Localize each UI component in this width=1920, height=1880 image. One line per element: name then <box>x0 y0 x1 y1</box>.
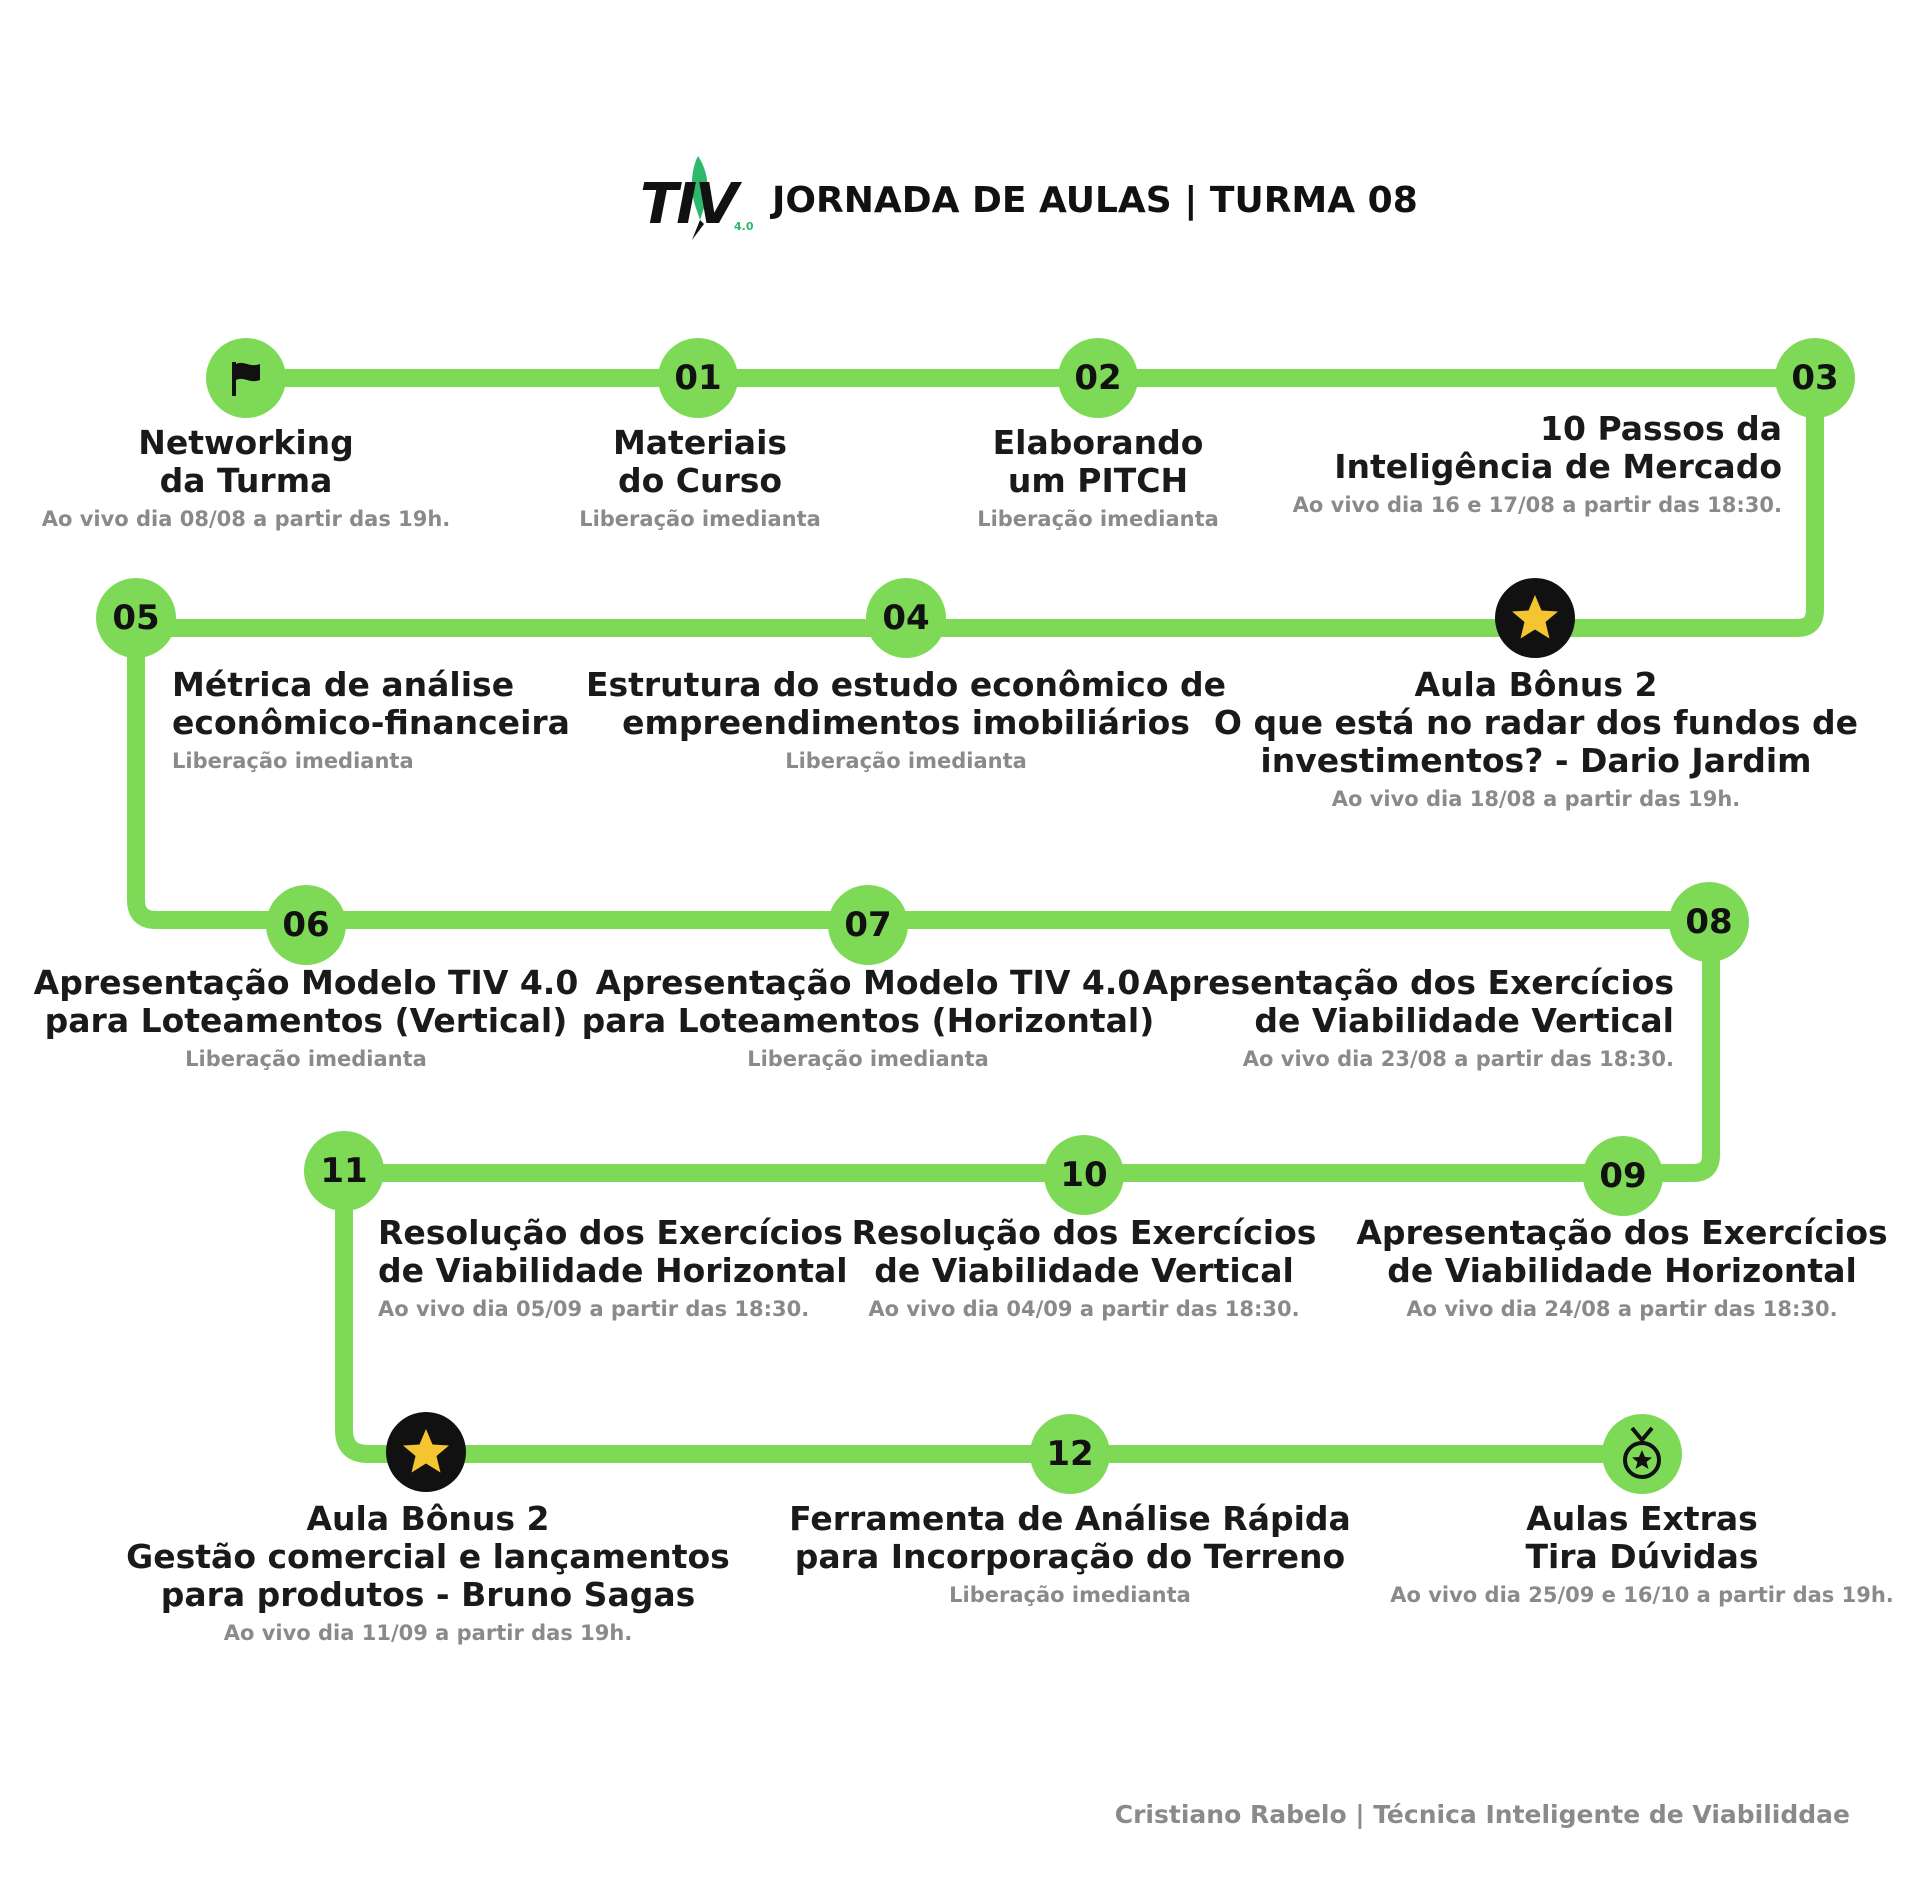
step-title-line: de Viabilidade Horizontal <box>1387 1251 1857 1290</box>
step-title-line: O que está no radar dos fundos de <box>1213 703 1859 742</box>
step-title-line: para produtos - Bruno Sagas <box>160 1575 696 1614</box>
step-bonus1-node <box>1495 578 1575 658</box>
step-11-node: 11 <box>304 1131 384 1211</box>
step-11-label: Resolução dos Exercícios de Viabilidade … <box>378 1214 848 1322</box>
step-bonus2-node <box>386 1412 466 1492</box>
step-08-node: 08 <box>1669 882 1749 962</box>
step-subtitle: Ao vivo dia 18/08 a partir das 19h. <box>1331 787 1741 811</box>
journey-path-line <box>127 369 1824 1463</box>
step-subtitle: Ao vivo dia 16 e 17/08 a partir das 18:3… <box>1292 493 1782 517</box>
step-extras-node <box>1602 1414 1682 1494</box>
star-icon <box>1512 595 1558 639</box>
step-title-line: Resolução dos Exercícios <box>851 1213 1317 1252</box>
step-07-node: 07 <box>828 885 908 965</box>
step-extras-label: Aulas Extras Tira Dúvidas Ao vivo dia 25… <box>1390 1500 1894 1608</box>
star-icon <box>403 1429 449 1473</box>
step-title-line: do Curso <box>617 461 783 500</box>
step-subtitle: Liberação imedianta <box>172 749 414 773</box>
step-08-label: Apresentação dos Exercícios de Viabilida… <box>1143 964 1674 1072</box>
step-01-node: 01 <box>658 338 738 418</box>
step-subtitle: Ao vivo dia 05/09 a partir das 18:30. <box>378 1297 810 1321</box>
step-04-node: 04 <box>866 578 946 658</box>
step-10-label: Resolução dos Exercícios de Viabilidade … <box>852 1214 1317 1322</box>
step-title-line: de Viabilidade Horizontal <box>378 1251 848 1290</box>
step-05-node: 05 <box>96 578 176 658</box>
step-06-label: Apresentação Modelo TIV 4.0 para Loteame… <box>34 964 579 1072</box>
step-12-node: 12 <box>1030 1414 1110 1494</box>
step-subtitle: Ao vivo dia 24/08 a partir das 18:30. <box>1406 1297 1838 1321</box>
step-05-label: Métrica de análise econômico-financeira … <box>172 666 570 774</box>
step-subtitle: Liberação imedianta <box>977 507 1219 531</box>
step-title-line: um PITCH <box>1007 461 1189 500</box>
step-title-line: Aulas Extras <box>1526 1499 1758 1538</box>
step-title-line: Gestão comercial e lançamentos <box>126 1537 730 1576</box>
step-title-line: Tira Dúvidas <box>1525 1537 1759 1576</box>
step-06-node: 06 <box>266 885 346 965</box>
step-subtitle: Ao vivo dia 11/09 a partir das 19h. <box>223 1621 633 1645</box>
step-subtitle: Ao vivo dia 23/08 a partir das 18:30. <box>1242 1047 1674 1071</box>
step-subtitle: Liberação imedianta <box>747 1047 989 1071</box>
step-title-line: de Viabilidade Vertical <box>1254 1001 1674 1040</box>
step-title-line: Resolução dos Exercícios <box>378 1213 843 1252</box>
step-title-line: Materiais <box>612 423 788 462</box>
step-title-line: econômico-financeira <box>172 703 570 742</box>
step-title-line: Networking <box>138 423 354 462</box>
medal-icon <box>1623 1426 1661 1479</box>
step-02-label: Elaborando um PITCH Liberação imedianta <box>977 424 1219 532</box>
step-bonus2-label: Aula Bônus 2 Gestão comercial e lançamen… <box>126 1500 730 1646</box>
step-09-label: Apresentação dos Exercícios de Viabilida… <box>1356 1214 1887 1322</box>
step-subtitle: Ao vivo dia 08/08 a partir das 19h. <box>41 507 451 531</box>
logo-badge: 4.0 <box>734 220 754 233</box>
step-subtitle: Liberação imedianta <box>579 507 821 531</box>
step-subtitle: Liberação imedianta <box>949 1583 1191 1607</box>
page-title: JORNADA DE AULAS | TURMA 08 <box>772 179 1418 221</box>
step-01-label: Materiais do Curso Liberação imedianta <box>579 424 821 532</box>
logo-text: TIV <box>640 172 738 237</box>
step-title-line: da Turma <box>159 461 333 500</box>
step-title-line: para Incorporação do Terreno <box>794 1537 1346 1576</box>
step-title-line: Apresentação dos Exercícios <box>1142 963 1674 1002</box>
step-bonus1-label: Aula Bônus 2 O que está no radar dos fun… <box>1214 666 1858 812</box>
step-networking-node <box>206 338 286 418</box>
rocket-icon <box>691 156 708 240</box>
step-10-node: 10 <box>1044 1135 1124 1215</box>
step-title-line: Métrica de análise <box>172 665 515 704</box>
step-title-line: para Loteamentos (Vertical) <box>44 1001 568 1040</box>
step-subtitle: Ao vivo dia 25/09 e 16/10 a partir das 1… <box>1390 1583 1894 1607</box>
step-subtitle: Ao vivo dia 04/09 a partir das 18:30. <box>868 1297 1300 1321</box>
step-title-line: Ferramenta de Análise Rápida <box>789 1499 1351 1538</box>
step-title-line: Apresentação dos Exercícios <box>1356 1213 1888 1252</box>
step-07-label: Apresentação Modelo TIV 4.0 para Loteame… <box>582 964 1155 1072</box>
step-02-node: 02 <box>1058 338 1138 418</box>
step-title-line: Aula Bônus 2 <box>1414 665 1658 704</box>
step-networking-label: Networking da Turma Ao vivo dia 08/08 a … <box>42 424 451 532</box>
step-title-line: Estrutura do estudo econômico de <box>585 665 1227 704</box>
step-03-label: 10 Passos da Inteligência de Mercado Ao … <box>1293 410 1782 518</box>
step-title-line: Elaborando <box>992 423 1204 462</box>
step-title-line: Aula Bônus 2 <box>306 1499 550 1538</box>
step-12-label: Ferramenta de Análise Rápida para Incorp… <box>789 1500 1351 1608</box>
step-subtitle: Liberação imedianta <box>185 1047 427 1071</box>
header: TIV 4.0 JORNADA DE AULAS | TURMA 08 <box>640 150 1418 250</box>
step-title-line: Apresentação Modelo TIV 4.0 <box>33 963 579 1002</box>
step-subtitle: Liberação imedianta <box>785 749 1027 773</box>
footer-credit: Cristiano Rabelo | Técnica Inteligente d… <box>1114 1800 1850 1829</box>
step-03-node: 03 <box>1775 338 1855 418</box>
step-09-node: 09 <box>1583 1136 1663 1216</box>
step-title-line: empreendimentos imobiliários <box>622 703 1190 742</box>
step-title-line: 10 Passos da <box>1540 409 1782 448</box>
step-title-line: investimentos? - Dario Jardim <box>1260 741 1812 780</box>
step-title-line: para Loteamentos (Horizontal) <box>581 1001 1155 1040</box>
step-title-line: Inteligência de Mercado <box>1334 447 1782 486</box>
tiv-logo: TIV 4.0 <box>640 150 760 250</box>
flag-icon <box>232 362 260 396</box>
step-04-label: Estrutura do estudo econômico de empreen… <box>586 666 1226 774</box>
step-title-line: Apresentação Modelo TIV 4.0 <box>595 963 1141 1002</box>
step-title-line: de Viabilidade Vertical <box>874 1251 1294 1290</box>
